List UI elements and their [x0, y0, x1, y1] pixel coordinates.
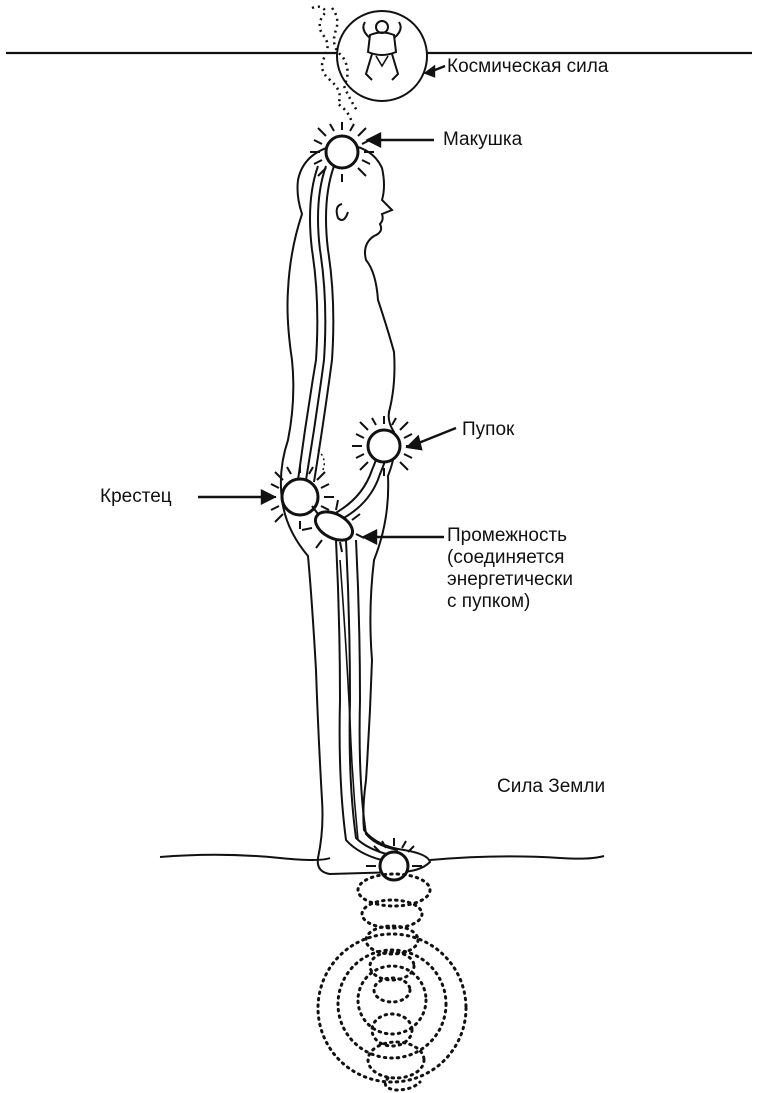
cosmic-force-label: Космическая сила — [447, 56, 608, 78]
sacrum-label: Крестец — [100, 486, 172, 508]
perineum-label-line: с пупком) — [447, 591, 573, 613]
earth-energy-rings — [318, 874, 466, 1090]
crown-energy-center — [310, 122, 374, 182]
perineum-label: Промежность (соединяется энергетически с… — [447, 525, 573, 613]
leg-channels — [336, 540, 398, 862]
perineum-label-line: (соединяется — [447, 547, 573, 569]
navel-label: Пупок — [462, 419, 514, 441]
label-arrows — [198, 66, 456, 543]
crown-label: Макушка — [443, 129, 522, 151]
sole-energy-center — [366, 838, 422, 880]
ear-outline — [337, 204, 348, 220]
earth-force-label: Сила Земли — [497, 776, 605, 798]
perineum-label-line: энергетически — [447, 569, 573, 591]
cosmic-figure-icon — [337, 11, 427, 101]
navel-energy-center — [352, 416, 416, 476]
governor-channel — [298, 166, 334, 482]
perineum-label-line: Промежность — [447, 525, 573, 547]
